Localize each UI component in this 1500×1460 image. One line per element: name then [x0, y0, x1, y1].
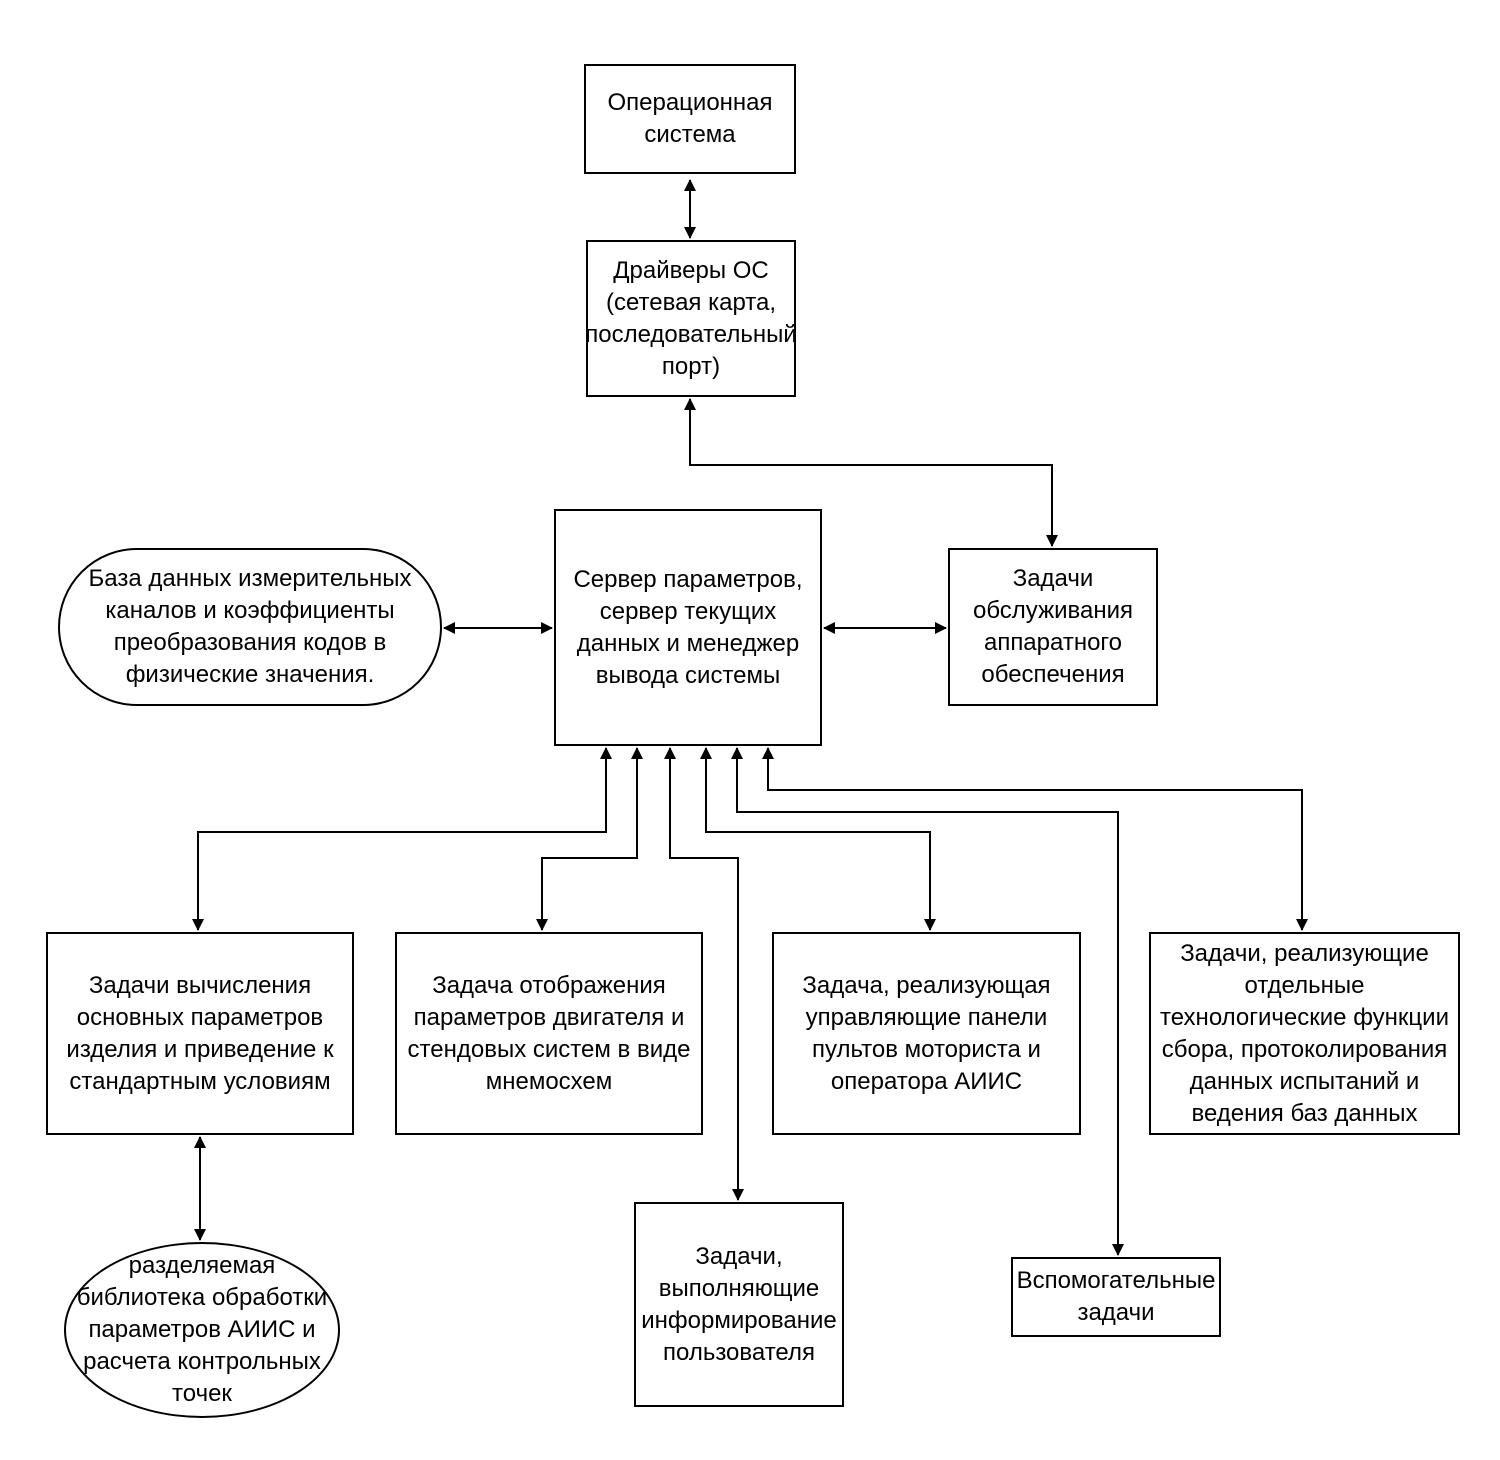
link-server-paneltask	[700, 747, 936, 931]
node-panel-task-label: Задача, реализующая управляющие панели п…	[802, 971, 1051, 1095]
node-os-drivers-label: Драйверы ОС (сетевая карта, последовател…	[585, 256, 797, 380]
node-operating-system-label: Операционная система	[607, 89, 773, 148]
node-os-drivers: Драйверы ОС (сетевая карта, последовател…	[585, 240, 797, 397]
node-panel-task: Задача, реализующая управляющие панели п…	[772, 932, 1081, 1135]
node-shared-library-label: разделяемая библиотека обработки парамет…	[76, 1252, 328, 1407]
node-hardware-tasks: Задачи обслуживания аппаратного обеспече…	[948, 548, 1158, 706]
node-shared-library: разделяемая библиотека обработки парамет…	[64, 1242, 340, 1418]
node-technology-tasks: Задачи, реализующие отдельные технологич…	[1149, 932, 1460, 1135]
node-channel-database-label: База данных измерительных каналов и коэф…	[88, 565, 412, 688]
link-server-techtasks	[762, 747, 1308, 931]
node-display-task: Задача отображения параметров двигателя …	[395, 932, 703, 1135]
node-calculation-tasks: Задачи вычисления основных параметров из…	[46, 932, 354, 1135]
node-inform-tasks-label: Задачи, выполняющие информирование польз…	[641, 1242, 837, 1366]
node-calculation-tasks-label: Задачи вычисления основных параметров из…	[66, 971, 334, 1095]
node-auxiliary-tasks-label: Вспомогательные задачи	[1016, 1267, 1216, 1326]
node-technology-tasks-label: Задачи, реализующие отдельные технологич…	[1160, 939, 1449, 1127]
link-server-calctasks	[192, 747, 612, 931]
node-operating-system: Операционная система	[584, 64, 796, 174]
node-display-task-label: Задача отображения параметров двигателя …	[407, 971, 691, 1095]
link-drivers-hwtasks	[684, 398, 1058, 547]
node-parameter-server-label: Сервер параметров, сервер текущих данных…	[573, 565, 803, 689]
node-channel-database: База данных измерительных каналов и коэф…	[58, 548, 442, 706]
node-parameter-server: Сервер параметров, сервер текущих данных…	[554, 509, 822, 746]
node-hardware-tasks-label: Задачи обслуживания аппаратного обеспече…	[972, 565, 1134, 688]
link-server-displaytask	[536, 747, 643, 931]
node-inform-tasks: Задачи, выполняющие информирование польз…	[634, 1202, 844, 1407]
node-auxiliary-tasks: Вспомогательные задачи	[1011, 1257, 1221, 1337]
